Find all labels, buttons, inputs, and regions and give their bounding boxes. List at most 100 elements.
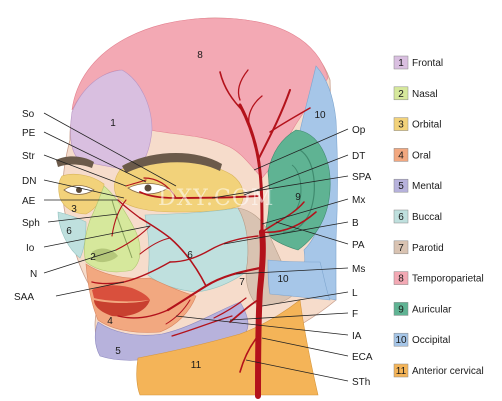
head-illustration: [56, 17, 338, 396]
artery-mental: [171, 315, 233, 337]
legend-swatch: [393, 302, 409, 316]
label-op: Op: [352, 125, 366, 136]
eyebrow-left: [56, 156, 94, 168]
nose-ridge: [111, 199, 133, 259]
legend-name: Oral: [412, 150, 431, 161]
leader-ia: [175, 315, 349, 336]
label-n: N: [30, 269, 37, 280]
legend-number: 3: [398, 120, 404, 131]
region-number-6: 6: [187, 250, 193, 261]
label-so: So: [22, 109, 35, 120]
region-number-10-top: 10: [314, 110, 326, 121]
artery-infraorbital: [139, 237, 171, 255]
legend-number: 4: [398, 150, 404, 161]
label-saa: SAA: [14, 292, 34, 303]
legend-number: 11: [396, 366, 407, 377]
label-io: Io: [26, 243, 35, 254]
label-sth: STh: [352, 377, 370, 388]
label-pa: PA: [352, 240, 365, 251]
leader-op: [253, 128, 349, 171]
leader-mx: [261, 198, 349, 225]
leader-ms: [235, 267, 349, 275]
ear-canal: [291, 164, 302, 211]
nostril: [92, 248, 118, 263]
legend-swatch: [393, 55, 409, 70]
artery-nasal-net: [115, 225, 151, 251]
legend-name: Parotid: [412, 243, 444, 254]
leader-spa: [211, 175, 349, 199]
artery-buccal: [169, 235, 259, 263]
legend-item: 3 Orbital: [393, 117, 441, 131]
leader-l: [261, 291, 349, 307]
legend-name: Anterior cervical: [412, 366, 484, 377]
label-ms: Ms: [352, 264, 365, 275]
leader-f: [229, 312, 349, 321]
leader-so: [43, 112, 177, 187]
leader-n: [43, 249, 117, 274]
artery-chin-net: [165, 299, 191, 325]
label-spa: SPA: [352, 172, 372, 183]
leader-io: [43, 225, 151, 248]
leader-saa: [55, 281, 125, 297]
label-f: F: [352, 309, 358, 320]
legend-number: 9: [398, 304, 404, 315]
legend-number: 5: [398, 181, 404, 192]
region-number-11: 11: [191, 360, 202, 371]
legend-name: Orbital: [412, 120, 441, 131]
artery-occipital: [261, 211, 317, 234]
region-number-1: 1: [110, 118, 116, 129]
arteries: [91, 69, 317, 399]
legend-number: 6: [398, 212, 404, 223]
artery-frontal-branch-2: [237, 69, 249, 101]
legend-item: 4 Oral: [393, 148, 431, 162]
label-pe: PE: [22, 128, 36, 139]
legend-swatch: [393, 271, 409, 285]
region-number-4: 4: [107, 316, 113, 327]
label-l: L: [352, 288, 358, 299]
legend-name: Temporoparietal: [412, 274, 484, 285]
artery-superior-thyroid: [239, 335, 259, 373]
artery-forehead-net: [125, 179, 147, 187]
region-number-5: 5: [115, 346, 121, 357]
legend-item: 11 Anterior cervical: [393, 363, 484, 378]
leader-pa: [275, 221, 349, 245]
legend-swatch: [393, 209, 409, 224]
left-labels: So PE Str DN AE Sph Io N SAA: [14, 109, 177, 303]
legend-swatch: [393, 363, 409, 378]
label-mx: Mx: [352, 195, 365, 206]
region-number-3: 3: [71, 204, 77, 215]
artery-external-carotid: [255, 229, 266, 399]
legend-swatch: [393, 148, 409, 162]
legend-number: 2: [398, 89, 404, 100]
ear-inner: [282, 149, 315, 233]
legend-item: 1 Frontal: [393, 55, 443, 70]
legend-number: 1: [398, 58, 404, 69]
region-buccal: [144, 207, 249, 293]
artery-dorsal-nasal: [111, 199, 127, 237]
legend-name: Buccal: [412, 212, 442, 223]
label-ia: IA: [352, 331, 362, 342]
region-number-10-low: 10: [277, 274, 289, 285]
leader-b: [223, 221, 349, 245]
leader-dn: [43, 179, 125, 199]
label-str: Str: [22, 151, 35, 162]
artery-parietal-branch: [257, 89, 291, 161]
leader-dt: [243, 154, 349, 196]
legend-swatch: [393, 86, 409, 101]
legend-name: Frontal: [412, 58, 443, 69]
label-ae: AE: [22, 196, 36, 207]
label-b: B: [352, 218, 359, 229]
leader-pe: [43, 131, 147, 183]
artery-frontal-branch: [219, 71, 245, 113]
right-labels: Op DT SPA Mx B PA Ms L F IA ECA STh: [175, 125, 373, 388]
artery-parietal-branch-2: [269, 107, 311, 133]
leader-sth: [245, 359, 349, 382]
legend-number: 10: [395, 335, 407, 346]
